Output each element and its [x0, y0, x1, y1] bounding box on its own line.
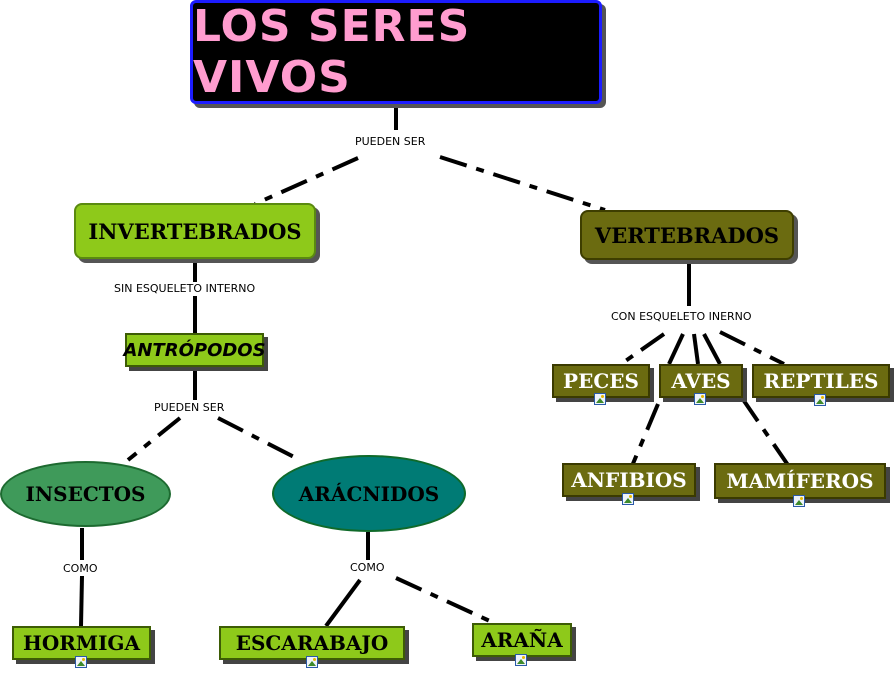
node-aves[interactable]: AVES	[659, 364, 743, 398]
line-to-anfibios	[630, 403, 660, 467]
title-text: LOS SERES VIVOS	[193, 1, 471, 103]
node-vertebrados-label: VERTEBRADOS	[594, 222, 780, 248]
line-to-aracnidos	[217, 416, 297, 460]
title-node[interactable]: LOS SERES VIVOS	[190, 0, 602, 104]
line-to-escarabajo	[324, 578, 362, 628]
line-to-mamiferos	[740, 396, 792, 470]
node-reptiles[interactable]: REPTILES	[752, 364, 890, 398]
link-label-con-esqueleto: CON ESQUELETO INERNO	[609, 310, 754, 323]
node-vertebrados[interactable]: VERTEBRADOS	[580, 210, 794, 260]
link-label-pueden-ser-mid: PUEDEN SER	[152, 401, 227, 414]
line-to-aves-a	[667, 333, 685, 365]
node-mamiferos-label: MAMÍFEROS	[726, 469, 874, 493]
node-aracnidos-label: ARÁCNIDOS	[298, 481, 440, 506]
line-to-peces	[622, 332, 666, 364]
line-to-arana	[395, 576, 493, 624]
node-invertebrados[interactable]: INVERTEBRADOS	[74, 203, 316, 259]
link-label-como-left: COMO	[61, 562, 100, 575]
image-attachment-icon[interactable]	[793, 495, 805, 507]
node-escarabajo-label: ESCARABAJO	[235, 631, 389, 655]
node-aves-label: AVES	[671, 369, 731, 393]
line-to-reptiles	[719, 330, 785, 366]
line-to-insectos	[126, 416, 182, 462]
image-attachment-icon[interactable]	[622, 493, 634, 505]
node-anfibios[interactable]: ANFIBIOS	[562, 463, 696, 497]
node-antropodos[interactable]: ANTRÓPODOS	[123, 333, 266, 367]
image-attachment-icon[interactable]	[306, 656, 318, 668]
node-antropodos-label: ANTRÓPODOS	[123, 339, 266, 361]
link-label-como-right: COMO	[348, 561, 387, 574]
node-invertebrados-label: INVERTEBRADOS	[88, 218, 302, 244]
node-mamiferos[interactable]: MAMÍFEROS	[714, 463, 886, 499]
link-label-pueden-ser-top: PUEDEN SER	[353, 135, 428, 148]
line-to-aves-c	[702, 333, 722, 365]
image-attachment-icon[interactable]	[694, 393, 706, 405]
image-attachment-icon[interactable]	[594, 393, 606, 405]
node-escarabajo[interactable]: ESCARABAJO	[219, 626, 405, 660]
line-label-to-hormiga	[79, 575, 84, 627]
node-anfibios-label: ANFIBIOS	[571, 468, 687, 492]
node-insectos-label: INSECTOS	[25, 482, 146, 506]
node-peces-label: PECES	[563, 369, 639, 393]
link-label-sin-esqueleto: SIN ESQUELETO INTERNO	[112, 282, 258, 295]
node-arana[interactable]: ARAÑA	[472, 623, 572, 657]
node-insectos[interactable]: INSECTOS	[0, 461, 171, 527]
node-hormiga[interactable]: HORMIGA	[12, 626, 151, 660]
node-reptiles-label: REPTILES	[763, 369, 879, 393]
node-aracnidos[interactable]: ARÁCNIDOS	[272, 455, 466, 532]
line-to-invertebrados	[254, 156, 359, 206]
node-hormiga-label: HORMIGA	[22, 631, 141, 655]
image-attachment-icon[interactable]	[515, 654, 527, 666]
node-arana-label: ARAÑA	[481, 628, 563, 652]
image-attachment-icon[interactable]	[75, 656, 87, 668]
image-attachment-icon[interactable]	[814, 394, 826, 406]
line-to-aves-b	[692, 333, 700, 365]
line-to-vertebrados	[439, 155, 606, 212]
